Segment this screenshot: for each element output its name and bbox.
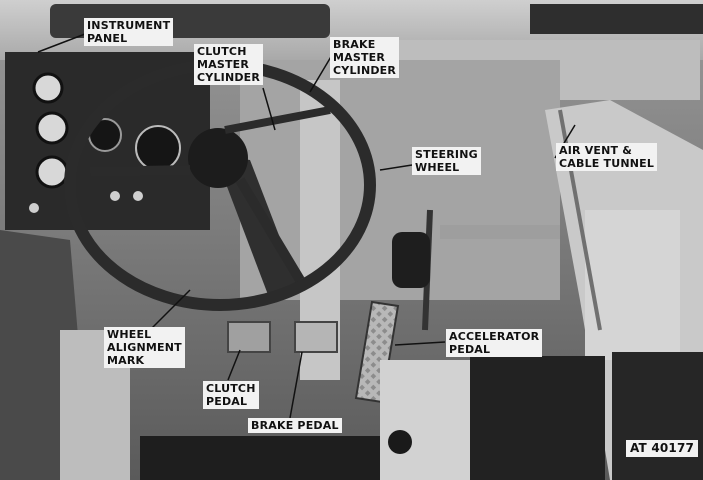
label-line: WHEEL <box>415 161 460 174</box>
label-clutch-master-cylinder: CLUTCH MASTER CYLINDER <box>194 44 264 85</box>
label-steering-wheel: STEERING WHEEL <box>412 147 481 175</box>
label-line: PEDAL <box>449 343 491 356</box>
label-line: BRAKE <box>333 38 376 51</box>
label-line: STEERING <box>415 148 478 161</box>
label-line: BRAKE PEDAL <box>251 419 339 432</box>
label-line: CYLINDER <box>333 64 397 77</box>
label-line: PEDAL <box>206 395 248 408</box>
label-line: MASTER <box>197 58 250 71</box>
label-air-vent-cable-tunnel: AIR VENT & CABLE TUNNEL <box>556 143 658 171</box>
label-line: CABLE TUNNEL <box>559 157 655 170</box>
label-brake-pedal: BRAKE PEDAL <box>248 418 342 433</box>
label-line: WHEEL <box>107 328 152 341</box>
label-line: CYLINDER <box>197 71 261 84</box>
label-accelerator-pedal: ACCELERATOR PEDAL <box>446 329 543 357</box>
label-wheel-alignment-mark: WHEEL ALIGNMENT MARK <box>104 327 185 368</box>
label-instrument-panel: INSTRUMENT PANEL <box>84 18 174 46</box>
label-line: AIR VENT & <box>559 144 633 157</box>
label-line: CLUTCH <box>197 45 247 58</box>
label-line: PANEL <box>87 32 128 45</box>
label-clutch-pedal: CLUTCH PEDAL <box>203 381 259 409</box>
label-brake-master-cylinder: BRAKE MASTER CYLINDER <box>330 37 400 78</box>
label-line: INSTRUMENT <box>87 19 171 32</box>
label-line: CLUTCH <box>206 382 256 395</box>
label-line: MASTER <box>333 51 386 64</box>
label-line: ALIGNMENT <box>107 341 182 354</box>
label-line: MARK <box>107 354 145 367</box>
figure-id: AT 40177 <box>626 440 699 457</box>
label-line: ACCELERATOR <box>449 330 540 343</box>
